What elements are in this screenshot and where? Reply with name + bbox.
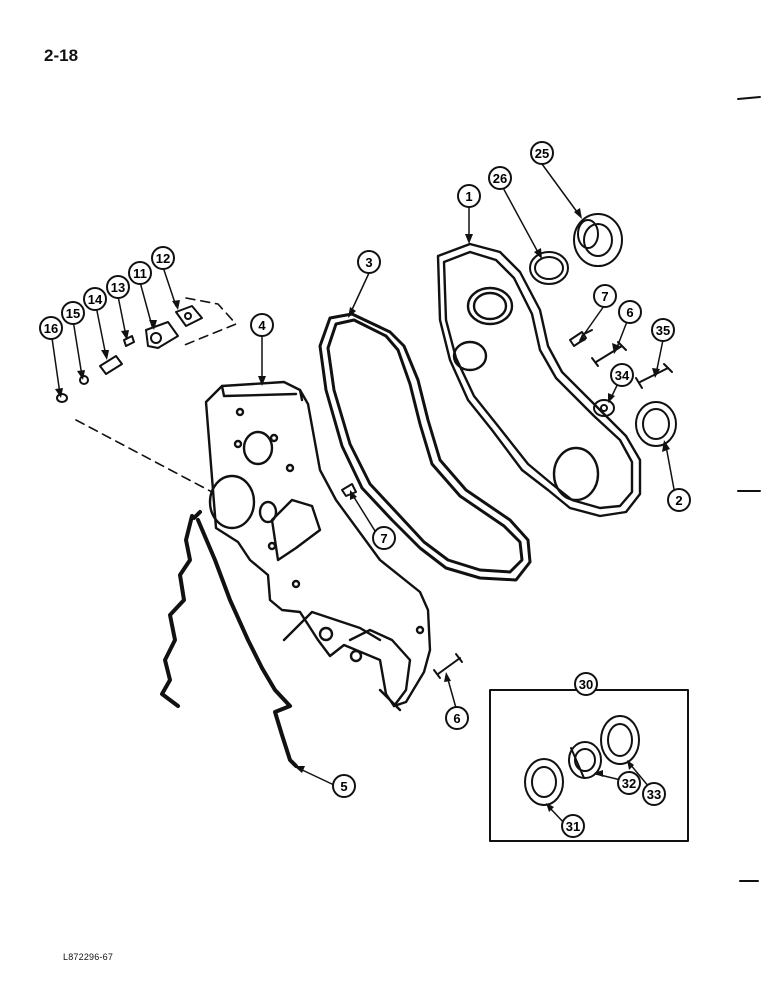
svg-text:26: 26 bbox=[493, 171, 507, 186]
callout-4: 4 bbox=[250, 313, 274, 337]
svg-text:35: 35 bbox=[656, 323, 670, 338]
svg-text:3: 3 bbox=[365, 255, 372, 270]
bolt-part-6-lower bbox=[433, 653, 463, 679]
callout-16: 16 bbox=[39, 316, 63, 340]
svg-text:16: 16 bbox=[44, 321, 58, 336]
callout-35: 35 bbox=[651, 318, 675, 342]
callout-7-lower: 7 bbox=[372, 526, 396, 550]
callout-26: 26 bbox=[488, 166, 512, 190]
gasket-part-3 bbox=[318, 312, 532, 582]
washer-part-34 bbox=[593, 399, 615, 417]
svg-text:33: 33 bbox=[647, 787, 661, 802]
callout-14: 14 bbox=[83, 287, 107, 311]
callout-30: 30 bbox=[574, 672, 598, 696]
dashed-reference-lines bbox=[75, 297, 237, 493]
svg-text:12: 12 bbox=[156, 251, 170, 266]
leader-arrowheads bbox=[55, 208, 670, 812]
callout-34: 34 bbox=[610, 363, 634, 387]
svg-text:30: 30 bbox=[579, 677, 593, 692]
svg-text:25: 25 bbox=[535, 146, 549, 161]
gasket-part-12 bbox=[175, 305, 203, 327]
svg-text:6: 6 bbox=[453, 711, 460, 726]
ring-part-26 bbox=[529, 251, 569, 285]
callout-6-lower: 6 bbox=[445, 706, 469, 730]
seal-part-25 bbox=[573, 213, 623, 267]
svg-text:6: 6 bbox=[626, 305, 633, 320]
callout-6-upper: 6 bbox=[618, 300, 642, 324]
svg-text:4: 4 bbox=[258, 318, 266, 333]
callout-12: 12 bbox=[151, 246, 175, 270]
seal-part-31 bbox=[524, 758, 564, 806]
small-parts-11-16 bbox=[56, 305, 203, 403]
callout-25: 25 bbox=[530, 141, 554, 165]
figure-code: L872296-67 bbox=[63, 952, 114, 962]
callout-31: 31 bbox=[561, 814, 585, 838]
adapter-part-11-bore bbox=[150, 332, 162, 344]
page-number: 2-18 bbox=[44, 46, 79, 65]
callout-3: 3 bbox=[357, 250, 381, 274]
svg-text:15: 15 bbox=[66, 306, 80, 321]
callout-33: 33 bbox=[642, 782, 666, 806]
svg-text:7: 7 bbox=[380, 531, 387, 546]
bolt-part-35 bbox=[635, 363, 673, 389]
callout-7-upper: 7 bbox=[593, 284, 617, 308]
washer-part-15 bbox=[79, 375, 89, 385]
callout-1: 1 bbox=[457, 184, 481, 208]
seal-part-33 bbox=[600, 715, 640, 765]
fitting-part-14 bbox=[99, 355, 123, 375]
callout-11: 11 bbox=[128, 261, 152, 285]
front-cover-part-1 bbox=[436, 242, 642, 518]
svg-text:14: 14 bbox=[88, 292, 103, 307]
svg-text:5: 5 bbox=[340, 779, 347, 794]
svg-text:2: 2 bbox=[675, 493, 682, 508]
svg-text:7: 7 bbox=[601, 289, 608, 304]
screw-part-13 bbox=[123, 335, 135, 347]
kit-box-part-30 bbox=[489, 689, 689, 842]
svg-text:32: 32 bbox=[622, 776, 636, 791]
svg-text:31: 31 bbox=[566, 819, 580, 834]
svg-text:34: 34 bbox=[615, 368, 630, 383]
seal-part-2 bbox=[635, 401, 677, 447]
callouts: 1 2 3 4 5 6 6 7 7 11 12 13 14 15 16 25 2… bbox=[39, 141, 691, 838]
callout-13: 13 bbox=[106, 275, 130, 299]
svg-text:1: 1 bbox=[465, 189, 472, 204]
svg-text:11: 11 bbox=[133, 266, 147, 281]
nut-part-16 bbox=[56, 393, 68, 403]
callout-15: 15 bbox=[61, 301, 85, 325]
adapter-part-11 bbox=[145, 321, 179, 349]
kit-parts-31-33 bbox=[524, 715, 640, 806]
bolt-part-6-upper bbox=[591, 341, 627, 367]
callout-32: 32 bbox=[617, 771, 641, 795]
callout-5: 5 bbox=[332, 774, 356, 798]
svg-text:13: 13 bbox=[111, 280, 125, 295]
margin-mark bbox=[737, 96, 761, 100]
lower-gasket-part-5 bbox=[160, 510, 298, 768]
bolt-part-7-lower bbox=[341, 483, 357, 497]
gear-housing-part-4 bbox=[204, 380, 432, 712]
callout-2: 2 bbox=[667, 488, 691, 512]
